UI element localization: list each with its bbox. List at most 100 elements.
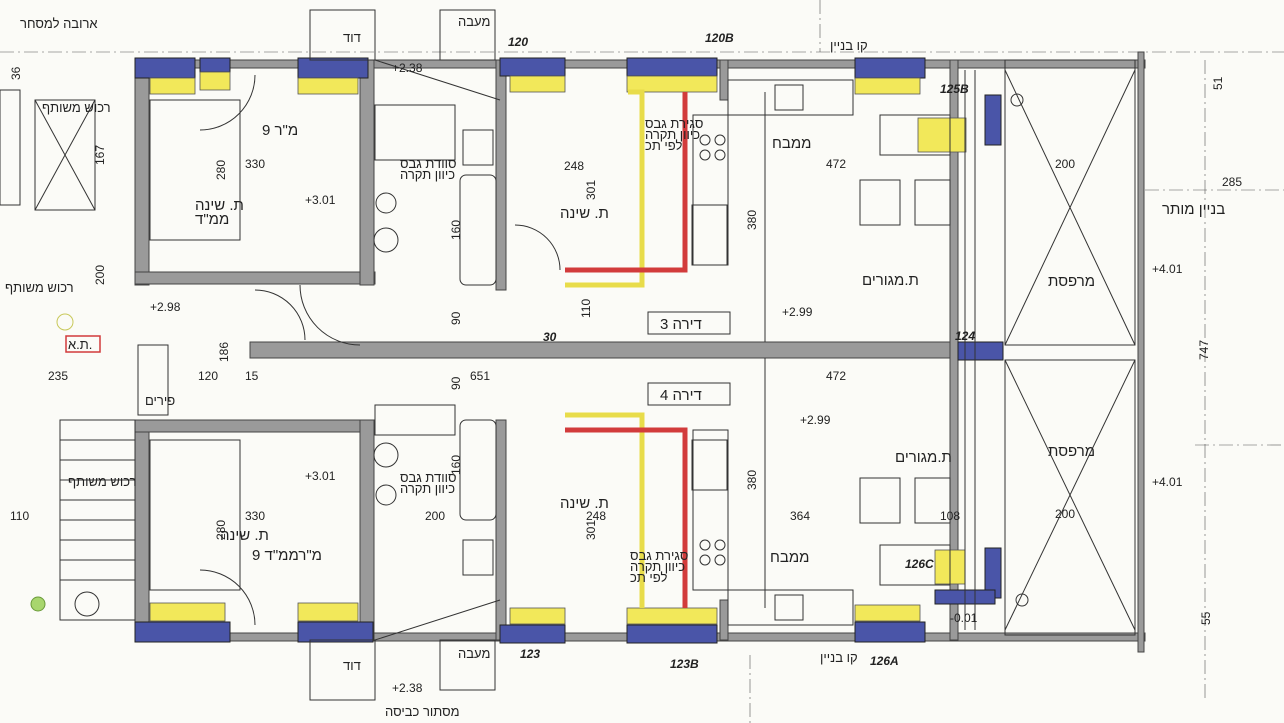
tag-123b: 123B <box>670 657 699 671</box>
label-mamad-bottom: 9 מ"רממ"ד <box>252 547 322 564</box>
label-main-closet: מסתור כביסה <box>385 704 460 719</box>
dim-330-top: 330 <box>245 157 265 171</box>
label-mamad-top: 9 מ"ר <box>262 122 298 139</box>
dim-36: 36 <box>9 66 23 80</box>
level-401-top: +4.01 <box>1152 262 1183 276</box>
level-401-bottom: +4.01 <box>1152 475 1183 489</box>
markers <box>30 313 101 617</box>
element-tags: 120 120B 125B 124 126C 123 123B 126A <box>508 31 975 671</box>
label-sleep-bottom-left: ת. שינה <box>220 527 269 544</box>
dim-15: 15 <box>245 369 259 383</box>
levels: +2.38 +3.01 +2.98 +2.99 +2.99 +3.01 +2.3… <box>150 61 1183 695</box>
label-boiler-top: דוד <box>343 30 361 45</box>
dim-200-top: 200 <box>1055 157 1075 171</box>
label-sleep4: ת. שינה <box>560 495 609 512</box>
dim-200-left: 200 <box>93 265 107 285</box>
apt3-box <box>647 311 731 335</box>
fixtures <box>0 9 1136 701</box>
level-301-top: +3.01 <box>305 193 336 207</box>
tag-126c: 126C <box>905 557 934 571</box>
dim-90-bottom: 90 <box>449 376 463 390</box>
dim-110-top: 110 <box>579 299 593 318</box>
dim-30: 30 <box>543 330 557 344</box>
apartment-labels: דירה 3 דירה 4 <box>647 311 731 406</box>
dim-55: 55 <box>1199 611 1213 625</box>
dim-330-bottom: 330 <box>245 509 265 523</box>
apt4-box <box>647 382 731 406</box>
fire-ext-box <box>65 335 101 353</box>
label-building-line-top: קו בניין <box>830 38 868 53</box>
tag-120b: 120B <box>705 31 734 45</box>
dim-110-left: 110 <box>10 509 29 523</box>
dim-747: 747 <box>1197 340 1211 360</box>
label-shafts: פירים <box>145 393 175 408</box>
dim-248-bottom: 248 <box>586 509 606 523</box>
gas-lines <box>565 89 688 608</box>
tag-120: 120 <box>508 35 528 49</box>
level-238-bottom: +2.38 <box>392 681 423 695</box>
dimensions: 330 280 248 301 380 472 200 285 51 747 5… <box>9 66 1242 625</box>
dim-248-top: 248 <box>564 159 584 173</box>
label-shared-prop-left: רכוש משותף <box>5 280 74 295</box>
tag-124: 124 <box>955 329 975 343</box>
dim-651: 651 <box>470 369 490 383</box>
label-allowed-line: בניין מותר <box>1162 201 1225 218</box>
label-elevator-bottom: מעבה <box>458 646 490 661</box>
level-301-bottom: +3.01 <box>305 469 336 483</box>
level-299-4: +2.99 <box>800 413 831 427</box>
level-001: -0.01 <box>950 611 978 625</box>
label-shared-prop-left2: רכוש משותף <box>68 474 137 489</box>
dim-186: 186 <box>217 342 231 362</box>
label-apt3: דירה 3 <box>660 316 702 333</box>
dim-51: 51 <box>1211 76 1225 90</box>
dim-380-top: 380 <box>745 210 759 230</box>
label-balcony4: מרפסת <box>1048 443 1095 460</box>
label-kitchen4: ממבח <box>770 549 809 566</box>
dim-472-bottom: 472 <box>826 369 846 383</box>
dim-364: 364 <box>790 509 810 523</box>
dim-160-bottom: 160 <box>449 455 463 475</box>
dim-160-top: 160 <box>449 220 463 240</box>
label-apt4: דירה 4 <box>660 387 702 404</box>
tag-126a: 126A <box>870 654 899 668</box>
fire-extinguisher-icon <box>30 596 46 612</box>
dim-285: 285 <box>1222 175 1242 189</box>
room-labels: ארובה למסחר רכוש משותף רכוש משותף רכוש מ… <box>5 14 1225 719</box>
windows <box>134 57 1004 644</box>
level-298: +2.98 <box>150 300 181 314</box>
dim-235: 235 <box>48 369 68 383</box>
tag-123: 123 <box>520 647 540 661</box>
dim-200-wc: 200 <box>425 509 445 523</box>
dim-200-bottom: 200 <box>1055 507 1075 521</box>
label-sleep3: ת. שינה <box>560 205 609 222</box>
dim-472-top: 472 <box>826 157 846 171</box>
label-shared-box: רכוש משותף <box>42 100 111 115</box>
marker-circle-b <box>74 591 100 617</box>
label-chimney: ארובה למסחר <box>20 16 98 31</box>
dim-301-top: 301 <box>584 180 598 200</box>
label-fire-ext: ת.א. <box>68 337 92 352</box>
dim-120: 120 <box>198 369 218 383</box>
label-living3: ת.מגורים <box>862 272 919 289</box>
label-boiler-bottom: דוד <box>343 658 361 673</box>
dim-167: 167 <box>93 145 107 165</box>
label-living4: ת.מגורים <box>895 449 952 466</box>
dim-301-bottom: 301 <box>584 520 598 540</box>
insulation <box>149 71 967 625</box>
label-elevator-top: מעבה <box>458 14 490 29</box>
marker-circle <box>56 313 74 331</box>
level-299-3: +2.99 <box>782 305 813 319</box>
dim-108: 108 <box>940 509 960 523</box>
dim-280-top: 280 <box>214 160 228 180</box>
dim-90-top: 90 <box>449 311 463 325</box>
dim-380-bottom: 380 <box>745 470 759 490</box>
dim-280-bottom: 280 <box>214 520 228 540</box>
label-building-line-bottom: קו בניין <box>820 650 858 665</box>
